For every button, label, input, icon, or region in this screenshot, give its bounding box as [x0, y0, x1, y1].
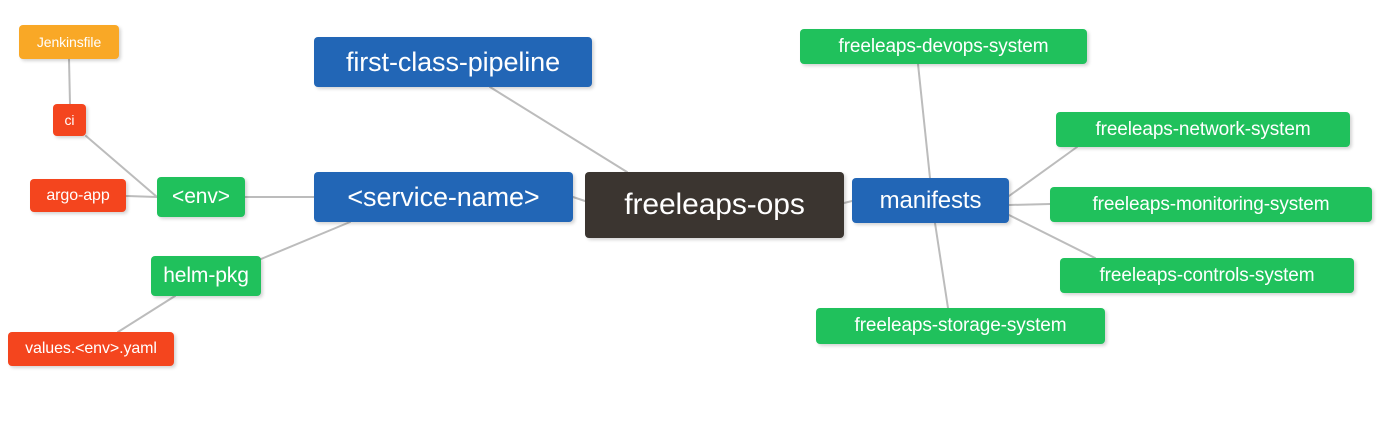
edge-service-name-to-freeleaps-ops — [572, 196, 586, 202]
edge-manifests-to-devops-system — [917, 63, 931, 179]
edge-jenkinsfile-to-ci — [68, 58, 71, 105]
node-service-name[interactable]: <service-name> — [314, 172, 573, 222]
node-devops-system[interactable]: freeleaps-devops-system — [800, 29, 1087, 64]
node-helm-pkg[interactable]: helm-pkg — [151, 256, 261, 296]
edge-manifests-to-monitoring-system — [1008, 203, 1051, 206]
edge-values-yaml-to-helm-pkg — [117, 295, 176, 333]
edge-freeleaps-ops-to-manifests — [843, 200, 853, 204]
node-values-yaml[interactable]: values.<env>.yaml — [8, 332, 174, 366]
edge-argo-app-to-env — [125, 195, 158, 198]
edge-first-class-pipeline-to-freeleaps-ops — [489, 86, 628, 173]
node-freeleaps-ops[interactable]: freeleaps-ops — [585, 172, 844, 238]
node-controls-system[interactable]: freeleaps-controls-system — [1060, 258, 1354, 293]
node-jenkinsfile[interactable]: Jenkinsfile — [19, 25, 119, 59]
node-ci[interactable]: ci — [53, 104, 86, 136]
node-storage-system[interactable]: freeleaps-storage-system — [816, 308, 1105, 344]
node-argo-app[interactable]: argo-app — [30, 179, 126, 212]
node-env[interactable]: <env> — [157, 177, 245, 217]
edge-manifests-to-storage-system — [934, 222, 949, 309]
edge-helm-pkg-to-service-name — [260, 221, 351, 260]
node-first-class-pipeline[interactable]: first-class-pipeline — [314, 37, 592, 87]
node-monitoring-system[interactable]: freeleaps-monitoring-system — [1050, 187, 1372, 222]
node-network-system[interactable]: freeleaps-network-system — [1056, 112, 1350, 147]
node-manifests[interactable]: manifests — [852, 178, 1009, 223]
